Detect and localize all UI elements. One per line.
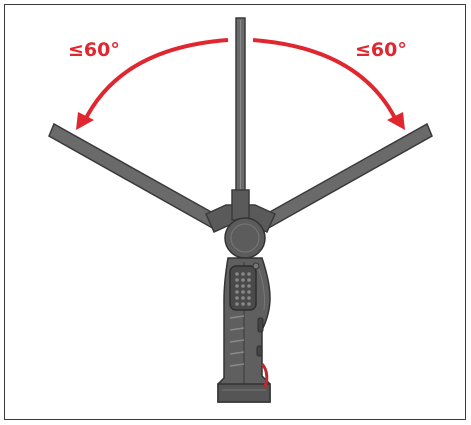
left-rotation-arc bbox=[82, 38, 229, 123]
side-switch bbox=[257, 317, 264, 333]
right-rotation-arc bbox=[252, 38, 399, 123]
rotation-arcs bbox=[76, 38, 405, 130]
right-arm bbox=[258, 122, 433, 232]
top-indicator bbox=[252, 262, 260, 270]
grip-pad bbox=[229, 265, 257, 311]
battery-base bbox=[217, 383, 271, 403]
side-button bbox=[256, 345, 263, 357]
left-arm bbox=[48, 122, 223, 232]
right-angle-label: ≤60° bbox=[355, 39, 407, 61]
pivot-hub bbox=[205, 189, 276, 259]
left-arrowhead bbox=[76, 112, 94, 130]
left-angle-label: ≤60° bbox=[68, 39, 120, 61]
handle-ribs bbox=[229, 315, 245, 367]
red-trigger bbox=[260, 362, 269, 389]
right-arrowhead bbox=[387, 112, 405, 130]
